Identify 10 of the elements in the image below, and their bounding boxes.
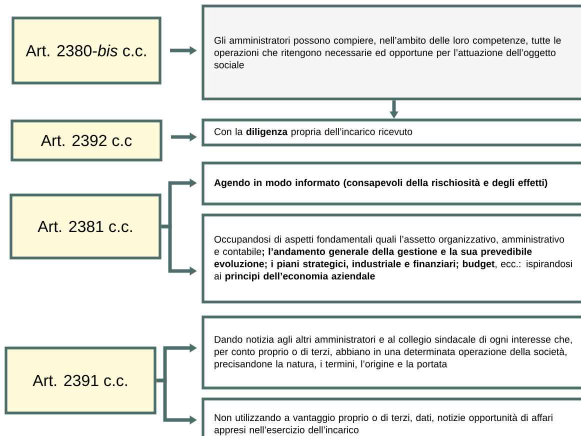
article-box: Art. 2391 c.c. [4, 346, 156, 414]
article-box: Art. 2381 c.c. [10, 194, 162, 260]
text-box: Gli amministratori possono compiere, nell’ambito delle loro competenze, tutte le operazioni che ritengono necessarie ed opportune per l’attuazione dell’oggetto sociale [202, 4, 581, 100]
article-box: Art. 2380-bis c.c. [12, 16, 162, 84]
text-box: Non utilizzando a vantaggio proprio o di terzi, dati, notizie opportunità di affari appresi nell’esercizio dell’incarico [202, 398, 581, 436]
text-box: Agendo in modo informato (consapevoli della rischiosità e degli effetti) [202, 162, 581, 206]
article-box: Art. 2392 c.c [10, 120, 162, 162]
text-box: Dando notizia agli altri amministratori e al collegio sindacale di ogni interesse che, per conto proprio o di terzi, abbiano in una determinata operazione della società, precisandone la natura, i termini, l’origine e la portata [202, 316, 581, 390]
text-box: Occupandosi di aspetti fondamentali quali l’assetto organizzativo, amministrativo e contabile; l’andamento generale della gestione e la sua prevedibile evoluzione; i piani strategici, industriale e finanziari; budget, ecc.: ispirandosi ai principi dell’economia aziendale [202, 214, 581, 304]
text-box: Con la diligenza propria dell’incarico ricevuto [202, 118, 581, 146]
